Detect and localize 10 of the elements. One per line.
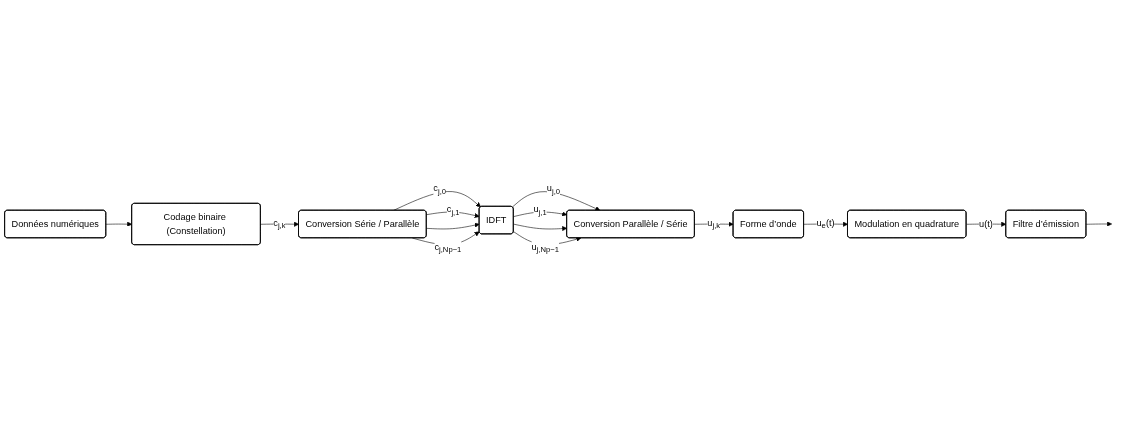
edge-label: c$_{j,k}$ (273, 217, 286, 231)
edge-label: c$_{j,1}$ (446, 204, 460, 217)
edge-label: u$_{j,Np−1}$ (531, 241, 559, 254)
edge-label: c$_{j,Np−1}$ (434, 241, 462, 254)
edge-label: c$_{j,0}$ (433, 183, 447, 196)
edge-label: u(t) (979, 218, 993, 229)
edge-label: u$_{j,1}$ (533, 204, 547, 217)
edge-label: u$_{j,k}$ (707, 217, 721, 231)
edge-label: u$_{j,0}$ (546, 183, 561, 196)
edge-label: u$_{e}$(t) (816, 217, 835, 231)
